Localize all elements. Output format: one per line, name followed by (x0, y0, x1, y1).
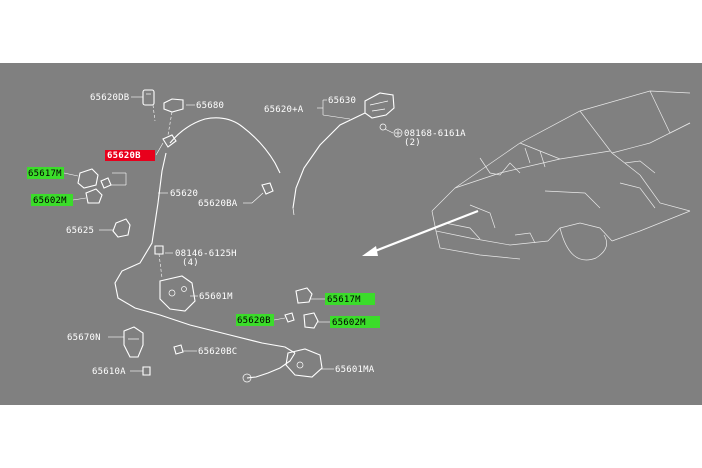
label-08146-6125H[interactable]: 08146-6125H (175, 249, 237, 259)
label-65630[interactable]: 65630 (328, 96, 356, 106)
label-08168-qty: (2) (404, 138, 421, 148)
highlight-red-65620B (105, 150, 155, 161)
label-65620BA[interactable]: 65620BA (198, 199, 238, 209)
part-65617M-left-shape (77, 168, 99, 189)
release-cable (292, 112, 366, 216)
hood-lock-cable (114, 117, 296, 379)
part-65620B-top-shape (162, 134, 177, 148)
bolt-08168-shape (393, 128, 403, 138)
car-illustration (431, 90, 691, 261)
clip-65620BC-shape (173, 344, 184, 355)
part-65602M-right-shape (303, 312, 319, 329)
cable-end-shape (242, 373, 252, 383)
label-65620A[interactable]: 65620+A (264, 105, 304, 115)
diagram-drawing: 65620DB 65680 65630 65620+A 08168-6161A … (27, 89, 691, 383)
part-65601MA-shape (285, 348, 323, 378)
clip-left-shape (100, 177, 112, 189)
clip-65620BA-shape (261, 182, 274, 195)
label-65602M-left[interactable]: 65602M (33, 196, 67, 206)
label-65620B-mid[interactable]: 65620B (237, 316, 271, 326)
part-65601M-shape (159, 275, 196, 312)
label-65601M[interactable]: 65601M (199, 292, 233, 302)
label-65620[interactable]: 65620 (170, 189, 198, 199)
label-65625[interactable]: 65625 (66, 226, 94, 236)
part-65630-shape (364, 92, 395, 131)
highlight-green-65617M-right (325, 293, 375, 305)
label-65620BC[interactable]: 65620BC (198, 347, 237, 357)
label-65680[interactable]: 65680 (196, 101, 224, 111)
label-65620DB[interactable]: 65620DB (90, 93, 129, 103)
highlight-green-65617M-left (27, 167, 64, 179)
label-08146-qty: (4) (182, 258, 199, 268)
highlight-green-65620B-mid (236, 314, 274, 326)
bolt-08146-shape (154, 245, 164, 279)
part-65617M-right-shape (295, 287, 313, 304)
part-65680-shape (163, 98, 184, 113)
label-65602M-right[interactable]: 65602M (332, 318, 366, 328)
highlight-green-65602M-left (31, 194, 73, 206)
label-65617M-left[interactable]: 65617M (28, 169, 62, 179)
reference-arrow (362, 209, 479, 256)
parts-diagram: 65620DB 65680 65630 65620+A 08168-6161A … (0, 63, 702, 405)
label-08168-6161A[interactable]: 08168-6161A (404, 129, 466, 139)
leader-lines (63, 96, 394, 372)
part-65670N-shape (123, 326, 144, 358)
label-65617M-right[interactable]: 65617M (327, 295, 361, 305)
label-65620B-top[interactable]: 65620B (107, 151, 141, 161)
clip-65620B-mid-shape (284, 312, 295, 323)
label-65601MA[interactable]: 65601MA (335, 365, 375, 375)
label-65610A[interactable]: 65610A (92, 367, 126, 377)
bolt-65610A-shape (142, 366, 151, 376)
part-65625-shape (112, 218, 131, 238)
part-65620DB-shape (142, 89, 155, 106)
highlight-green-65602M-right (330, 316, 380, 328)
label-65670N[interactable]: 65670N (67, 333, 101, 343)
part-65602M-left-shape (85, 188, 103, 204)
